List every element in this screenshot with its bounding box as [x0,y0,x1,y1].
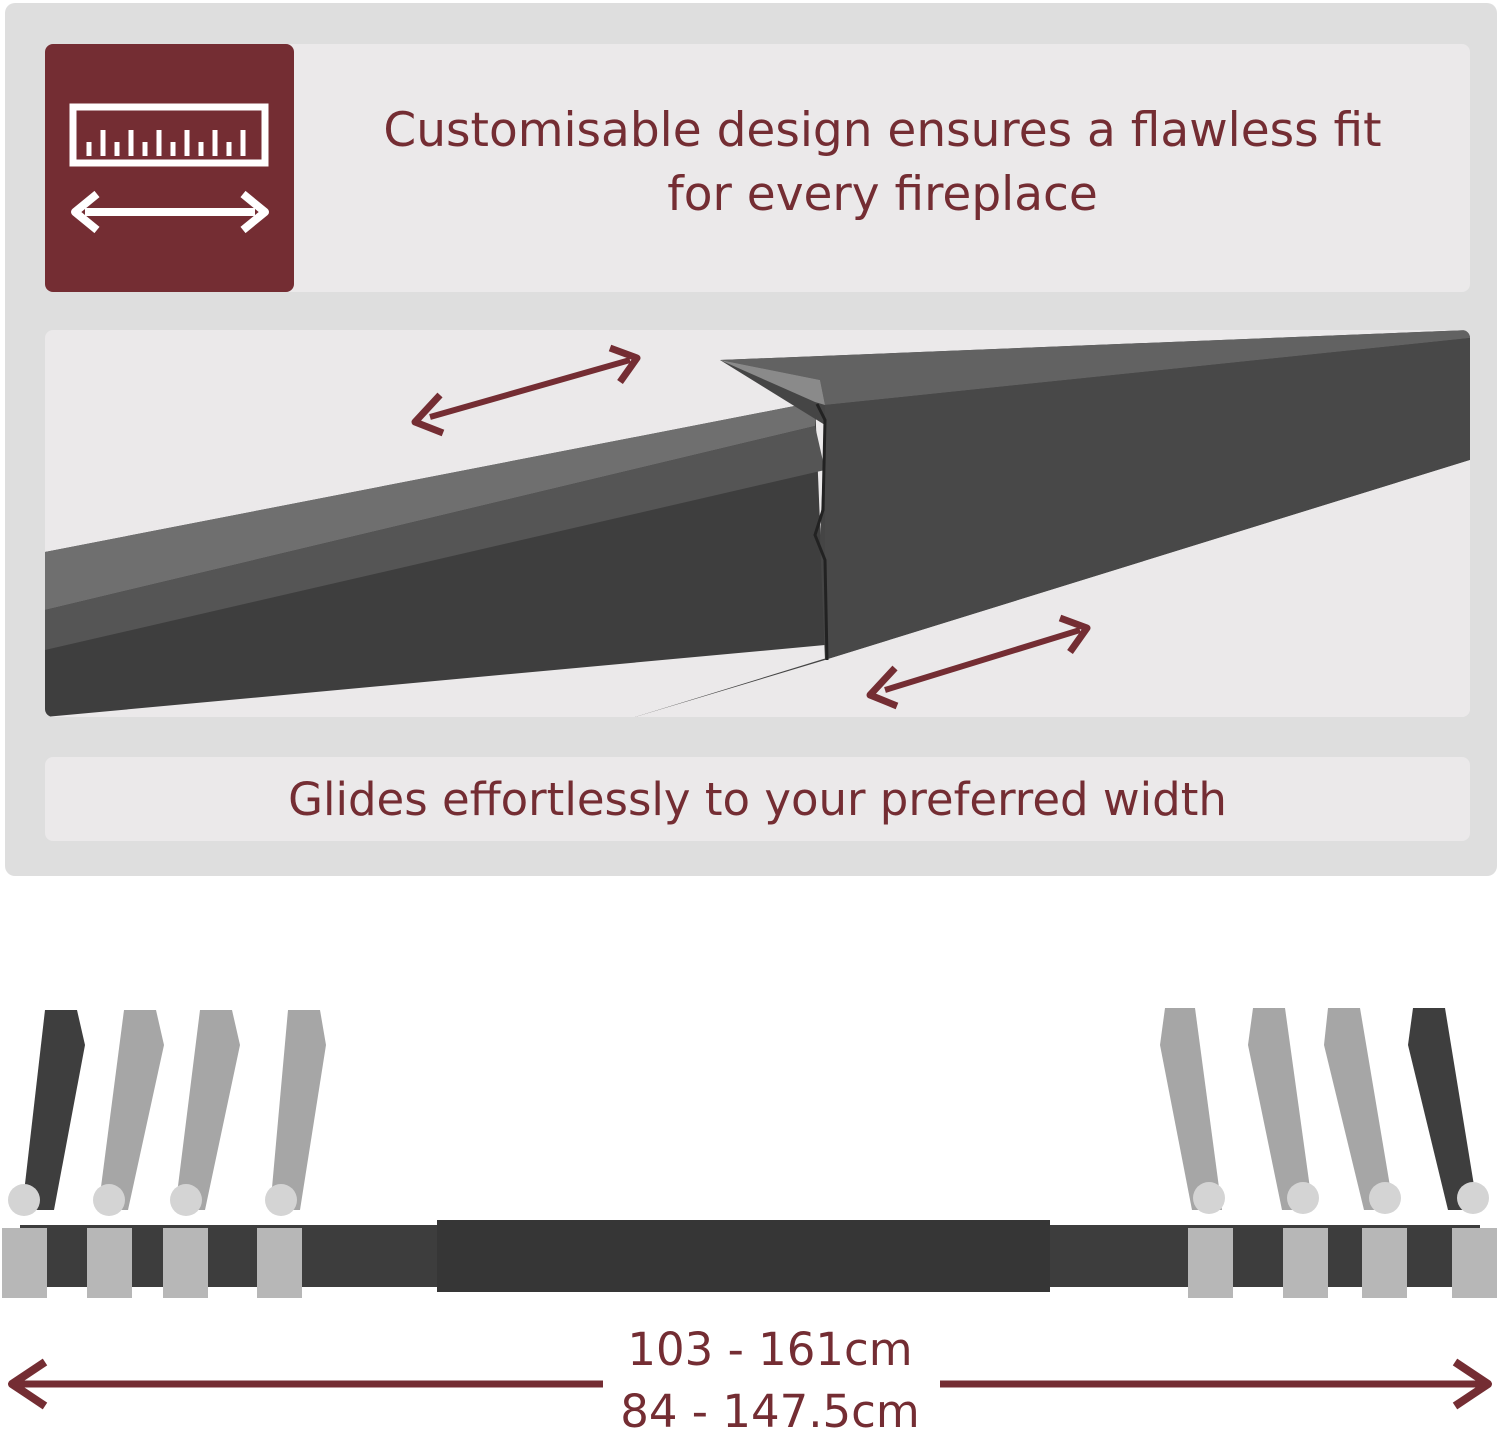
knob [8,1182,1489,1216]
left-upright-dark [22,1010,85,1210]
dimension-arrow-icon [8,1358,1492,1410]
caption-text: Glides effortlessly to your preferred wi… [288,772,1227,826]
ruler-width-icon [45,44,294,292]
center-sleeve [437,1220,1050,1292]
double-arrow-icon [866,614,1091,710]
double-arrow-icon [411,344,641,437]
product-photo [45,330,1470,717]
left-upright-ghost [98,1010,326,1210]
headline-text: Customisable design ensures a flawless f… [383,103,1382,222]
caption-card: Glides effortlessly to your preferred wi… [45,757,1470,841]
header-card: Customisable design ensures a flawless f… [45,44,1470,292]
right-upright-ghost [1160,1008,1394,1210]
width-adjustment-diagram [2,1008,1497,1298]
feature-panel: Customisable design ensures a flawless f… [5,3,1497,876]
dimension-label-1: 103 - 161cm [627,1323,913,1376]
right-upright-dark [1408,1008,1478,1210]
telescopic-bar-illustration [45,330,1470,717]
dimension-label-2: 84 - 147.5cm [620,1385,920,1438]
headline: Customisable design ensures a flawless f… [295,44,1470,292]
foot-clamp [2,1228,1497,1298]
